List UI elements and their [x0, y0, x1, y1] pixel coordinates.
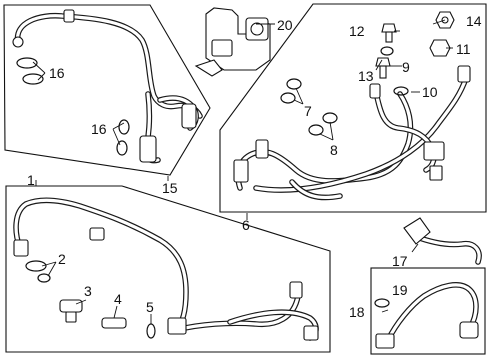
o-rings-8	[308, 112, 338, 136]
o-rings-16b	[116, 119, 130, 156]
o-rings-7	[280, 78, 302, 104]
callout-10: 10	[422, 84, 438, 100]
group-frame-18	[370, 267, 486, 355]
callout-14: 14	[466, 13, 482, 29]
callout-11: 11	[456, 41, 471, 57]
callout-5: 5	[146, 299, 154, 315]
washer-13	[380, 46, 394, 56]
o-ring-19	[374, 298, 390, 308]
callout-17: 17	[392, 253, 408, 269]
callout-9: 9	[402, 59, 410, 75]
group-frame-15	[3, 4, 211, 176]
callout-12: 12	[349, 23, 365, 39]
callout-7: 7	[304, 103, 312, 119]
callouts: 1 2 3 4 5 6 7 8 9 10 11 12 13 14 15 16 1…	[27, 13, 482, 320]
hose-assembly-15	[12, 9, 203, 164]
fitting-2	[25, 260, 51, 283]
orifice-tube-4	[101, 317, 127, 329]
hose-assembly-1	[13, 197, 319, 341]
callout-15: 15	[162, 180, 178, 196]
bracket-17	[403, 217, 482, 265]
valve-block-20	[194, 7, 271, 77]
callout-20: 20	[277, 17, 293, 33]
callout-16-lower: 16	[91, 121, 107, 137]
callout-16-upper: 16	[49, 65, 65, 81]
group-frame-6	[219, 3, 487, 213]
callout-4: 4	[114, 291, 122, 307]
hose-assembly-6	[233, 65, 471, 201]
o-ring-10	[393, 86, 409, 96]
hose-assembly-18	[375, 282, 479, 349]
o-ring-5	[146, 323, 156, 339]
bolt-12	[381, 23, 397, 43]
callout-19: 19	[392, 282, 408, 298]
callout-2: 2	[58, 251, 66, 267]
o-rings-16a	[16, 57, 44, 85]
nut-11	[429, 39, 451, 57]
callout-8: 8	[330, 142, 338, 158]
bolt-9	[375, 57, 391, 79]
valve-3	[59, 299, 83, 323]
callout-3: 3	[84, 283, 92, 299]
leader-lines	[32, 19, 453, 324]
callout-18: 18	[349, 304, 365, 320]
group-frames	[3, 3, 487, 355]
group-frame-1	[5, 185, 331, 353]
callout-1: 1	[27, 172, 35, 188]
callout-13: 13	[358, 68, 374, 84]
callout-6: 6	[242, 217, 250, 233]
